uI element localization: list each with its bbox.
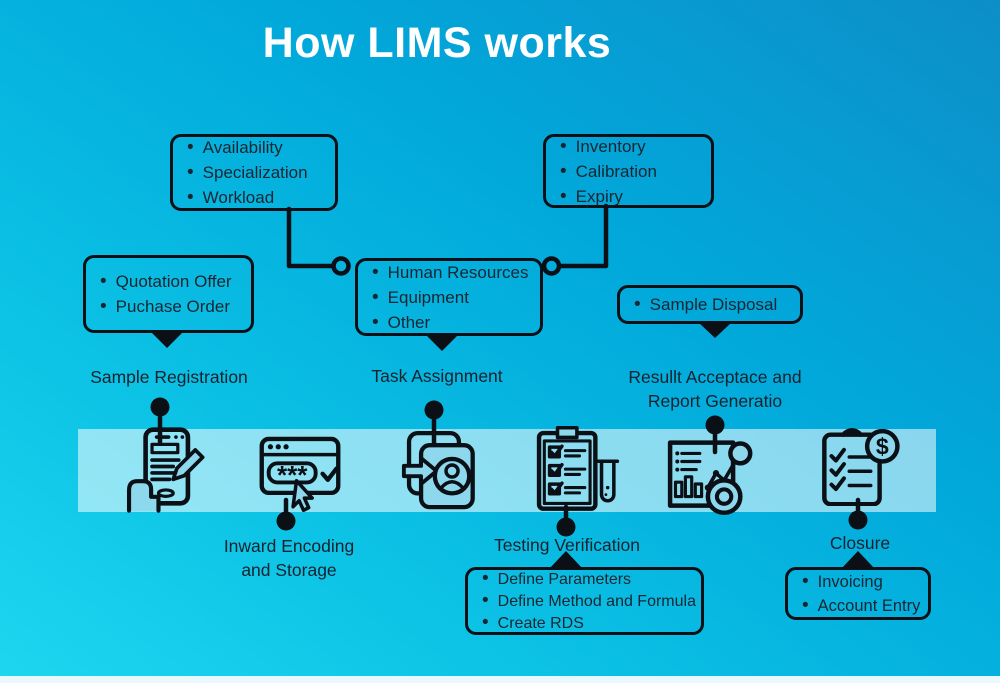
- ring-left: [331, 256, 351, 276]
- phone-signature-icon: [118, 426, 210, 518]
- process-band: [78, 429, 936, 512]
- callout-item: Inventory: [560, 134, 705, 159]
- stage-label-sample-registration: Sample Registration: [90, 367, 248, 387]
- password-mask-text: ***: [277, 460, 308, 490]
- callout-item: Availability: [187, 135, 329, 160]
- callout-item: Account Entry: [802, 594, 922, 618]
- pointer-assignment: [425, 334, 459, 351]
- pointer-disposal: [698, 322, 732, 338]
- stage-label-task-assignment: Task Assignment: [371, 366, 503, 386]
- pointer-quotation: [150, 331, 184, 348]
- callout-item: Define Method and Formula: [482, 590, 696, 612]
- invoice-dollar-icon: $: [815, 424, 905, 506]
- stock-callout: Inventory Calibration Expiry: [543, 134, 714, 208]
- callout-item: Calibration: [560, 159, 705, 184]
- checklist-testtube-icon: [530, 426, 622, 514]
- analytics-report-icon: [666, 430, 766, 520]
- callout-item: Equipment: [372, 285, 534, 310]
- callout-item: Sample Disposal: [634, 292, 794, 317]
- registration-callout: Quotation Offer Puchase Order: [83, 255, 254, 333]
- elbow-right: [558, 203, 609, 269]
- callout-item: Define Parameters: [482, 568, 695, 590]
- dot-sample-registration: [150, 397, 170, 417]
- dot-inward-encoding: [276, 511, 296, 531]
- bottom-edge: [0, 676, 1000, 683]
- ring-right: [541, 256, 562, 276]
- callout-item: Invoicing: [802, 570, 922, 594]
- closure-callout: Invoicing Account Entry: [785, 567, 931, 620]
- callout-item: Expiry: [560, 184, 705, 209]
- dot-task-assignment: [424, 400, 444, 420]
- callout-item: Workload: [187, 185, 329, 210]
- page-title: How LIMS works: [262, 19, 612, 67]
- assign-person-icon: [396, 428, 484, 514]
- callout-item: Other: [372, 310, 534, 335]
- dot-closure: [848, 510, 868, 530]
- assignment-callout: Human Resources Equipment Other: [355, 258, 543, 336]
- callout-item: Specialization: [187, 160, 329, 185]
- callout-item: Quotation Offer: [100, 269, 245, 294]
- disposal-callout: Sample Disposal: [617, 285, 803, 324]
- callout-item: Human Resources: [372, 260, 534, 285]
- testing-callout: Define Parameters Define Method and Form…: [465, 567, 704, 635]
- stage-label-closure: Closure: [829, 533, 891, 553]
- callout-item: Puchase Order: [100, 294, 245, 319]
- stage-label-testing-verification: Testing Verification: [494, 535, 640, 555]
- dollar-sign: $: [876, 433, 889, 459]
- stage-label-inward-encoding: Inward Encoding and Storage: [223, 536, 355, 580]
- password-entry-icon: ***: [256, 432, 344, 512]
- callout-item: Create RDS: [482, 612, 695, 634]
- stage-label-result-acceptance: Resullt Acceptace and Report Generatio: [628, 367, 802, 411]
- staff-callout: Availability Specialization Workload: [170, 134, 338, 211]
- elbow-left: [286, 206, 334, 269]
